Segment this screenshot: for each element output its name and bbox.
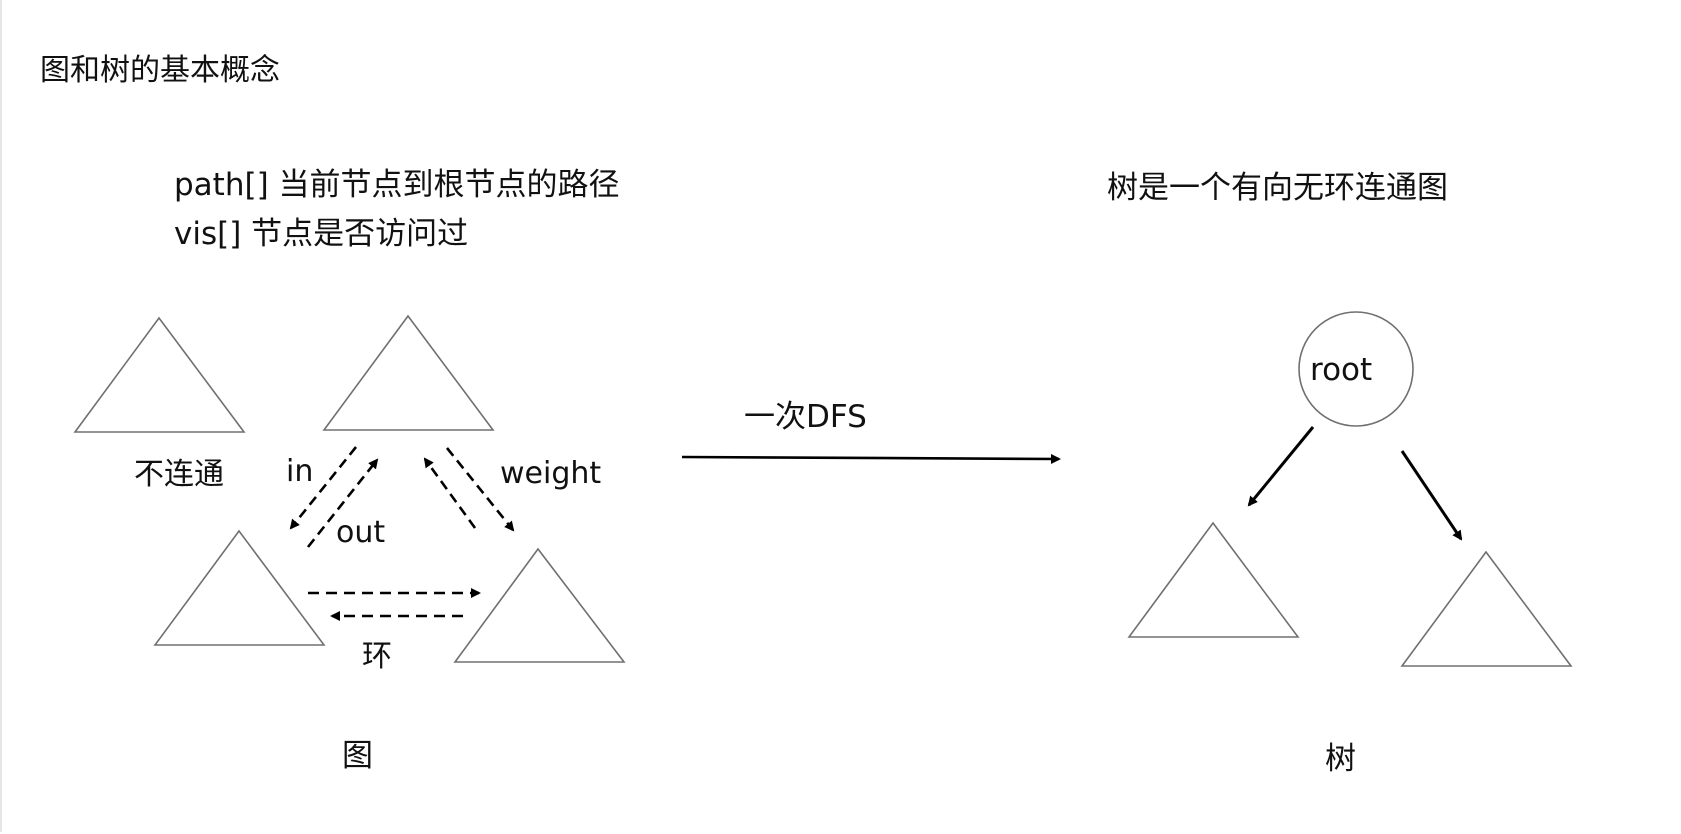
edge-weight-forward-arrow	[445, 447, 515, 532]
graph-node-disconnected	[73, 316, 246, 433]
label-dfs: 一次DFS	[744, 399, 867, 435]
tree-root-node	[1298, 311, 1414, 427]
graph-node-top	[322, 314, 495, 431]
edge-out-arrow	[306, 458, 379, 548]
label-in: in	[286, 454, 314, 489]
tree-edge-right-arrow	[1400, 450, 1463, 541]
label-weight: weight	[500, 456, 602, 491]
note-path: path[] 当前节点到根节点的路径	[174, 167, 620, 203]
graph-node-bottom-right	[453, 547, 626, 663]
note-tree-definition: 树是一个有向无环连通图	[1107, 170, 1448, 206]
caption-tree: 树	[1325, 741, 1356, 777]
page-title: 图和树的基本概念	[40, 53, 280, 88]
label-root: root	[1310, 352, 1373, 388]
tree-edge-left-arrow	[1247, 426, 1315, 507]
caption-graph: 图	[342, 738, 373, 774]
graph-node-bottom-left	[153, 529, 326, 646]
edge-weight-back-arrow	[423, 457, 477, 529]
label-cycle: 环	[362, 639, 392, 674]
label-out: out	[336, 515, 386, 550]
dfs-arrow	[681, 453, 1061, 464]
tree-subtree-left	[1127, 521, 1300, 638]
edge-in-arrow	[289, 446, 358, 530]
tree-subtree-right	[1400, 550, 1573, 667]
label-disconnected: 不连通	[134, 457, 224, 492]
note-vis: vis[] 节点是否访问过	[174, 216, 469, 252]
